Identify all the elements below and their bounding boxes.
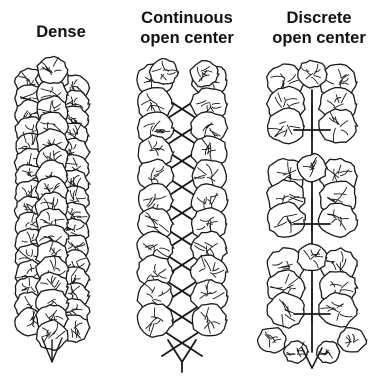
discrete-open-center-canopy-drawing <box>258 60 367 368</box>
leaf-cluster <box>37 56 68 83</box>
leaf-cluster <box>338 328 367 352</box>
dense-canopy-drawing <box>14 56 90 362</box>
leaf-cluster <box>258 328 287 353</box>
leaf-cluster <box>137 303 173 337</box>
continuous-open-center-canopy-drawing <box>137 59 228 373</box>
